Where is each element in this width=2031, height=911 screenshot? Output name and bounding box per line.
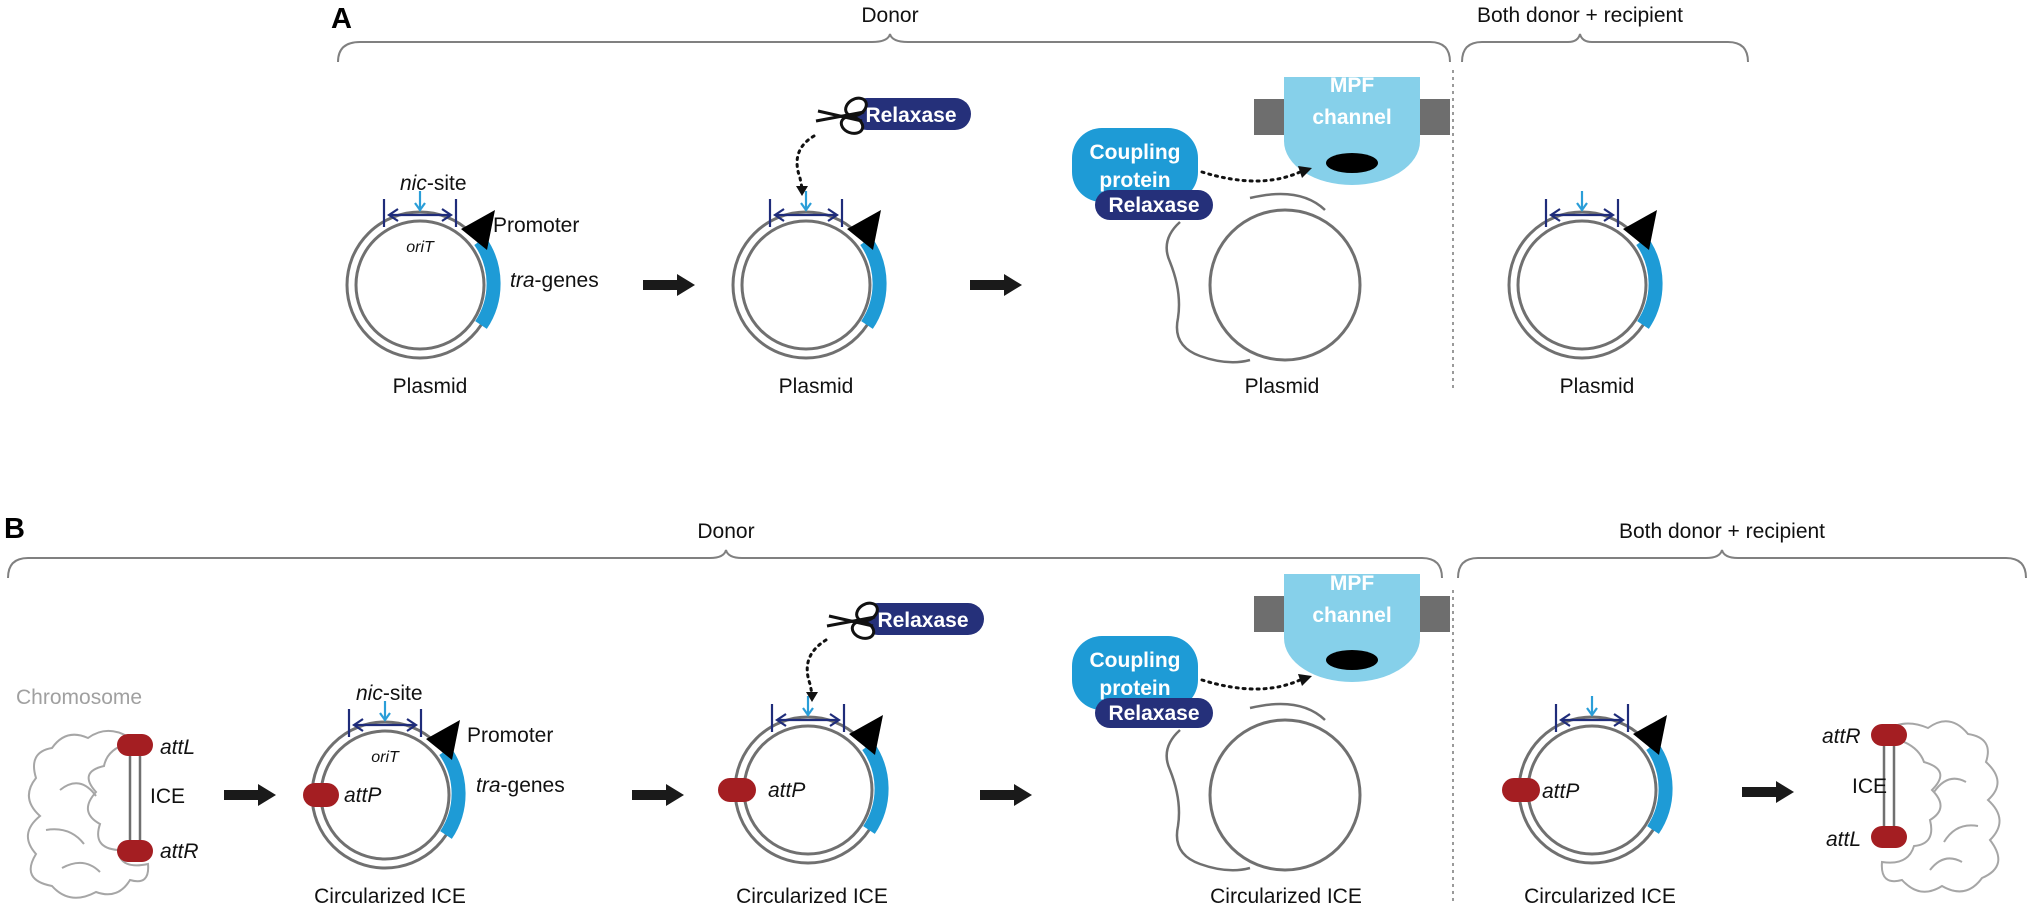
- plasmid-a2: [731, 189, 881, 360]
- circular-ice-b5: [1502, 694, 1667, 865]
- plasmid-caption-a3: Plasmid: [1245, 375, 1320, 398]
- process-arrow-a1: [643, 274, 695, 296]
- promoter-label-b: Promoter: [467, 724, 553, 747]
- panel-b-letter: B: [4, 513, 25, 545]
- panel-b-donor-brace: [7, 549, 1443, 579]
- coupling-protein-a: [1072, 128, 1198, 202]
- attr-label-b1: attR: [160, 840, 199, 863]
- panel-b-both-header: Both donor + recipient: [1619, 520, 1825, 543]
- relaxase-label-b3: Relaxase: [877, 609, 968, 632]
- relaxase-pill-a2: [851, 98, 971, 130]
- promoter-label-a: Promoter: [493, 214, 579, 237]
- ice-label-b6: ICE: [1852, 775, 1887, 798]
- panel-a-donor-brace: [337, 33, 1451, 63]
- attr-label-b6: attR: [1822, 725, 1861, 748]
- attr-site-b6: [1871, 724, 1907, 746]
- process-arrow-b2: [632, 784, 684, 806]
- attp-label-b5: attP: [1542, 780, 1579, 803]
- chromosome-b1: [27, 730, 150, 899]
- dotted-arrow-head-a3: [1298, 166, 1312, 178]
- plasmid-a1: [345, 189, 495, 360]
- dotted-arrow-b3: [805, 638, 828, 696]
- remaining-strand-b: [1208, 718, 1362, 872]
- attp-site-b2: [303, 783, 339, 807]
- dotted-arrow-b4: [1200, 678, 1302, 691]
- process-arrow-b5: [1742, 781, 1794, 803]
- attr-site-b1: [117, 840, 153, 862]
- nic-site-label-b: nic-site: [356, 682, 423, 705]
- panel-b-both-brace: [1457, 549, 2027, 579]
- attp-site-b3: [718, 778, 756, 802]
- coupling-protein-b: [1072, 636, 1198, 710]
- dotted-arrow-head-a2: [796, 186, 808, 196]
- orit-label-b: oriT: [371, 749, 400, 766]
- plasmid-caption-a1: Plasmid: [393, 375, 468, 398]
- relaxase-pill-b3: [862, 603, 984, 635]
- dotted-arrow-head-b3: [806, 692, 818, 702]
- coupling-label-a-line1: Coupling: [1090, 141, 1181, 164]
- ice-caption-b5: Circularized ICE: [1524, 885, 1676, 908]
- process-arrow-a2: [970, 274, 1022, 296]
- circular-ice-b3: [718, 694, 883, 865]
- attp-label-b3: attP: [768, 779, 805, 802]
- remaining-strand-a: [1208, 208, 1362, 362]
- coupling-label-b-line1: Coupling: [1090, 649, 1181, 672]
- attl-label-b6: attL: [1826, 828, 1861, 851]
- attp-label-b2: attP: [344, 784, 381, 807]
- ice-label-b1: ICE: [150, 785, 185, 808]
- nic-site-label-a: nic-site: [400, 172, 467, 195]
- attl-label-b1: attL: [160, 736, 195, 759]
- relaxase-pill-b4: [1095, 698, 1213, 728]
- ice-caption-b2: Circularized ICE: [314, 885, 466, 908]
- attp-site-b5: [1502, 778, 1540, 802]
- orit-label-a: oriT: [406, 239, 435, 256]
- coupling-label-a-line2: protein: [1099, 169, 1170, 192]
- ice-caption-b4: Circularized ICE: [1210, 885, 1362, 908]
- ssdna-strand-a: [1165, 192, 1326, 364]
- panel-a-donor-header: Donor: [861, 4, 918, 27]
- relaxase-pill-a3: [1095, 190, 1213, 220]
- panel-a-both-header: Both donor + recipient: [1477, 4, 1683, 27]
- mpf-label-b-line2: channel: [1312, 604, 1391, 627]
- mpf-label-b-line1: MPF: [1330, 572, 1375, 595]
- chromosome-label-b1: Chromosome: [16, 686, 142, 709]
- ssdna-strand-b: [1165, 702, 1326, 872]
- plasmid-a4: [1507, 189, 1657, 360]
- relaxase-label-a2: Relaxase: [865, 104, 956, 127]
- plasmid-caption-a2: Plasmid: [779, 375, 854, 398]
- relaxase-label-a3: Relaxase: [1108, 194, 1199, 217]
- mpf-label-a-line2: channel: [1312, 106, 1391, 129]
- circular-ice-b2: [303, 699, 460, 870]
- dotted-arrow-head-b4: [1298, 674, 1312, 686]
- panel-b-donor-header: Donor: [697, 520, 754, 543]
- tra-genes-label-b: tra-genes: [476, 774, 565, 797]
- process-arrow-b3: [980, 784, 1032, 806]
- mpf-label-a-line1: MPF: [1330, 74, 1375, 97]
- ice-caption-b3: Circularized ICE: [736, 885, 888, 908]
- dotted-arrow-a2: [795, 134, 816, 190]
- relaxase-label-b4: Relaxase: [1108, 702, 1199, 725]
- panel-a-both-brace: [1461, 33, 1749, 63]
- dotted-arrow-a3: [1200, 170, 1302, 183]
- attl-site-b1: [117, 734, 153, 756]
- plasmid-caption-a4: Plasmid: [1560, 375, 1635, 398]
- coupling-label-b-line2: protein: [1099, 677, 1170, 700]
- chromosome-b6: [1877, 720, 2001, 893]
- tra-genes-label-a: tra-genes: [510, 269, 599, 292]
- panel-a-letter: A: [331, 3, 352, 35]
- attl-site-b6: [1871, 826, 1907, 848]
- process-arrow-b1: [224, 784, 276, 806]
